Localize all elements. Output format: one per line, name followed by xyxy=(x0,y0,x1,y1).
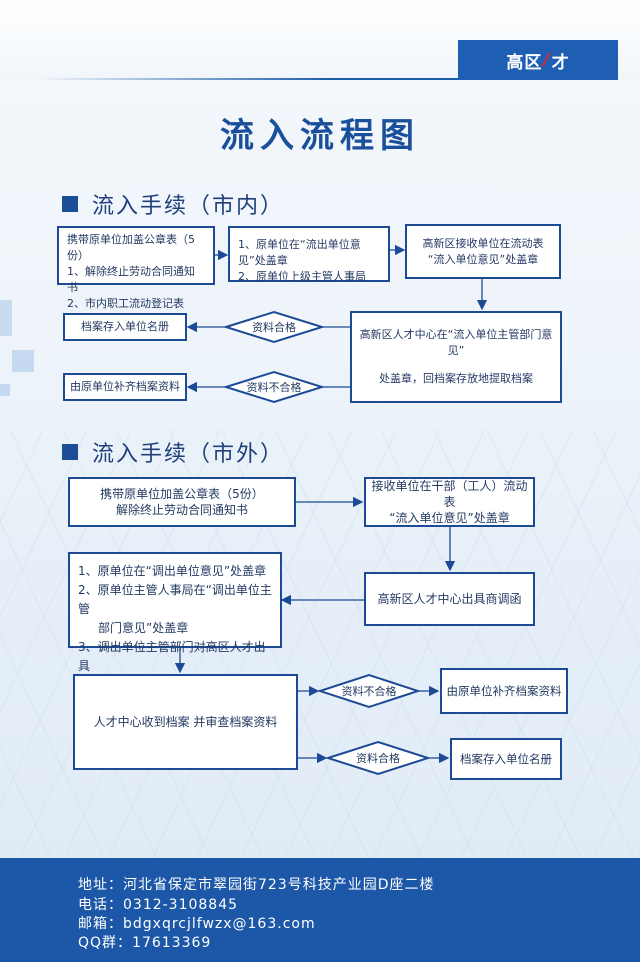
s2-step2-line2: “流入单位意见”处盖章 xyxy=(389,511,510,525)
bullet-square-icon xyxy=(62,196,78,212)
decor-square xyxy=(0,384,10,396)
s2-step2-line1: 接收单位在干部（工人）流动表 xyxy=(371,479,528,509)
s2-result-ok-text: 档案存入单位名册 xyxy=(460,752,552,766)
s2-step3-box: 高新区人才中心出具商调函 xyxy=(364,572,535,626)
s1-step1-line3: 2、市内职工流动登记表 xyxy=(67,297,184,310)
s2-step4-line4: 3、调出单位主管部门对高区人才出具 xyxy=(78,640,266,673)
s1-step3-line2: “流入单位意见”处盖章 xyxy=(427,252,539,266)
section1-heading-text: 流入手续（市内） xyxy=(92,194,285,219)
s2-step4-line3: 部门意见”处盖章 xyxy=(98,621,189,635)
section1-heading: 流入手续（市内） xyxy=(62,188,284,220)
s1-step1-line1: 携带原单位加盖公章表（5份） xyxy=(67,233,195,262)
s2-step3-line1: 高新区人才中心出具商调函 xyxy=(377,592,522,606)
s1-step2-line2: 2、原单位上级主管人事局 xyxy=(238,270,366,283)
section2-heading: 流入手续（市外） xyxy=(62,436,284,468)
s2-step1-line2: 解除终止劳动合同通知书 xyxy=(115,503,248,517)
s2-step4-line1: 1、原单位在“调出单位意见”处盖章 xyxy=(78,564,267,578)
brand-left: 高区 xyxy=(506,52,543,73)
header-divider xyxy=(40,78,460,80)
s1-step4-box: 高新区人才中心在“流入单位主管部门意见” 处盖章，回档案存放地提取档案 xyxy=(350,311,562,403)
decor-square xyxy=(12,350,34,372)
s2-step1-box: 携带原单位加盖公章表（5份） 解除终止劳动合同通知书 xyxy=(68,477,296,527)
s2-step4-line2: 2、原单位主管人事局在“调出单位主管 xyxy=(78,583,272,616)
page-title: 流入流程图 xyxy=(220,116,420,156)
s1-result-bad-text: 由原单位补齐档案资料 xyxy=(70,380,180,393)
s2-diamond-ok-label: 资料合格 xyxy=(356,752,400,765)
s2-result-bad-box: 由原单位补齐档案资料 xyxy=(440,668,568,714)
brand-logo: 高区 / 才 xyxy=(458,40,618,80)
s1-result-ok-box: 档案存入单位名册 xyxy=(63,313,187,341)
s2-step5-box: 人才中心收到档案 并审查档案资料 xyxy=(73,674,298,770)
s1-step4-line1: 高新区人才中心在“流入单位主管部门意见” xyxy=(359,328,553,357)
s1-step3-line1: 高新区接收单位在流动表 xyxy=(422,236,544,250)
footer-qq: QQ群：17613369 xyxy=(78,935,212,951)
s1-result-bad-box: 由原单位补齐档案资料 xyxy=(63,373,187,401)
s2-step2-box: 接收单位在干部（工人）流动表 “流入单位意见”处盖章 xyxy=(364,477,535,527)
s1-step3-box: 高新区接收单位在流动表 “流入单位意见”处盖章 xyxy=(405,224,561,279)
s1-diamond-bad-label: 资料不合格 xyxy=(246,381,302,394)
s1-result-ok-text: 档案存入单位名册 xyxy=(81,320,169,333)
footer-contact: 地址：河北省保定市翠园街723号科技产业园D座二楼 电话：0312-310884… xyxy=(0,858,640,962)
s2-step4-box: 1、原单位在“调出单位意见”处盖章 2、原单位主管人事局在“调出单位主管 部门意… xyxy=(68,552,282,673)
s2-result-bad-text: 由原单位补齐档案资料 xyxy=(446,684,562,698)
s1-step1-line2: 1、解除终止劳动合同通知书 xyxy=(67,265,195,294)
s2-result-ok-box: 档案存入单位名册 xyxy=(450,738,562,780)
s1-step4-line2: 处盖章，回档案存放地提取档案 xyxy=(379,372,533,385)
bullet-square-icon xyxy=(62,444,78,460)
s2-step5-text: 人才中心收到档案 并审查档案资料 xyxy=(93,715,278,729)
footer-phone: 电话：0312-3108845 xyxy=(78,897,239,913)
s1-diamond-ok-label: 资料合格 xyxy=(252,321,296,334)
s1-step2-line1: 1、原单位在“流出单位意见”处盖章 xyxy=(238,238,361,267)
brand-right: 才 xyxy=(551,52,570,73)
brand-slash: / xyxy=(543,50,551,70)
s2-diamond-bad-label: 资料不合格 xyxy=(341,685,397,698)
section2-heading-text: 流入手续（市外） xyxy=(92,442,285,467)
s1-step2-box: 1、原单位在“流出单位意见”处盖章 2、原单位上级主管人事局 xyxy=(228,226,390,283)
s1-step1-box: 携带原单位加盖公章表（5份） 1、解除终止劳动合同通知书 2、市内职工流动登记表 xyxy=(57,226,215,310)
decor-square xyxy=(0,300,12,336)
footer-address: 地址：河北省保定市翠园街723号科技产业园D座二楼 xyxy=(78,877,435,893)
footer-email: 邮箱：bdgxqrcjlfwzx@163.com xyxy=(78,916,316,932)
s2-step1-line1: 携带原单位加盖公章表（5份） xyxy=(100,487,264,501)
